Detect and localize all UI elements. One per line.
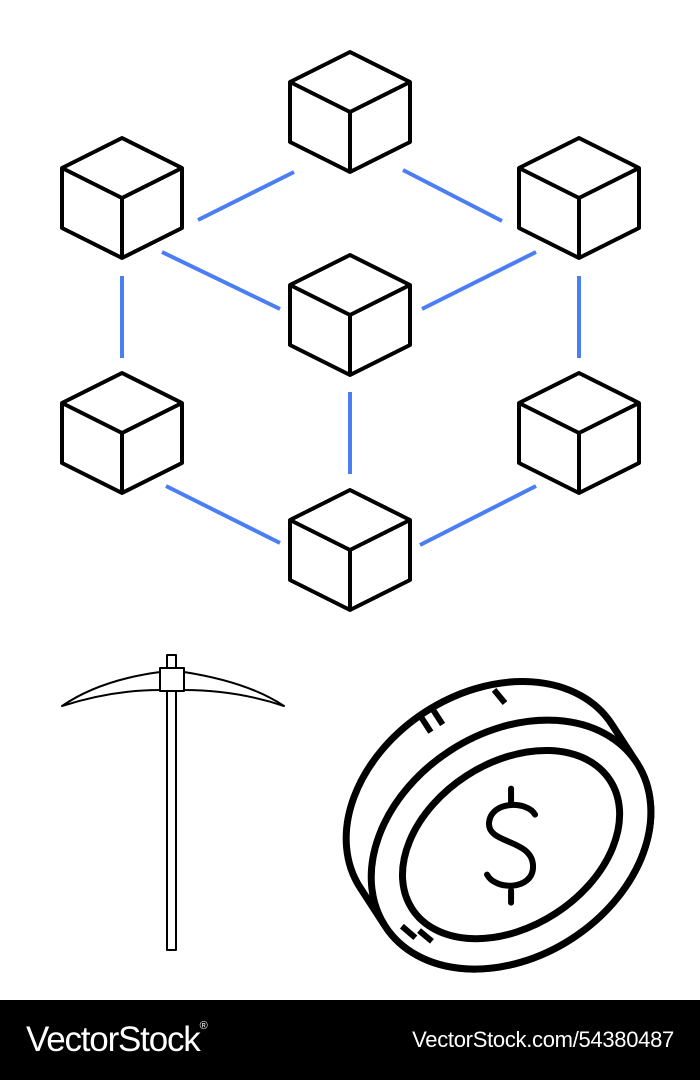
cube-node-upper-left (60, 136, 184, 260)
pickaxe-icon (61, 654, 285, 951)
vectorstock-logo: VectorStock® (26, 1020, 208, 1060)
blockchain-network-icon (60, 50, 641, 612)
connector-line (421, 250, 537, 311)
network-cubes (60, 50, 641, 612)
connector-line (197, 170, 295, 222)
dollar-coin-icon (342, 678, 655, 973)
coin-inner-rim (398, 746, 624, 943)
coin-edge-grooves (399, 687, 508, 944)
cube-node-bottom (288, 488, 412, 612)
pickaxe-head (61, 671, 285, 707)
pickaxe-collar (159, 667, 185, 692)
cube-node-lower-left (60, 371, 184, 495)
logo-text: VectorStock (26, 1020, 201, 1059)
cube-node-top (288, 50, 412, 174)
image-id-label: VectorStock.com/54380487 (412, 1027, 674, 1052)
connector-line (161, 250, 281, 311)
registered-mark: ® (199, 1020, 208, 1032)
connector-line (402, 168, 503, 223)
pickaxe-handle (166, 685, 177, 951)
connector-line (419, 484, 537, 547)
watermark-footer: VectorStock® VectorStock.com/54380487 (0, 1000, 700, 1080)
pickaxe-handle-top (166, 654, 177, 670)
connector-line (165, 484, 281, 545)
illustration-canvas (60, 50, 655, 973)
cube-node-center (288, 253, 412, 377)
cube-node-lower-right (517, 371, 641, 495)
cube-node-upper-right (517, 136, 641, 260)
dollar-sign-icon (484, 785, 539, 906)
network-connectors (120, 168, 581, 547)
